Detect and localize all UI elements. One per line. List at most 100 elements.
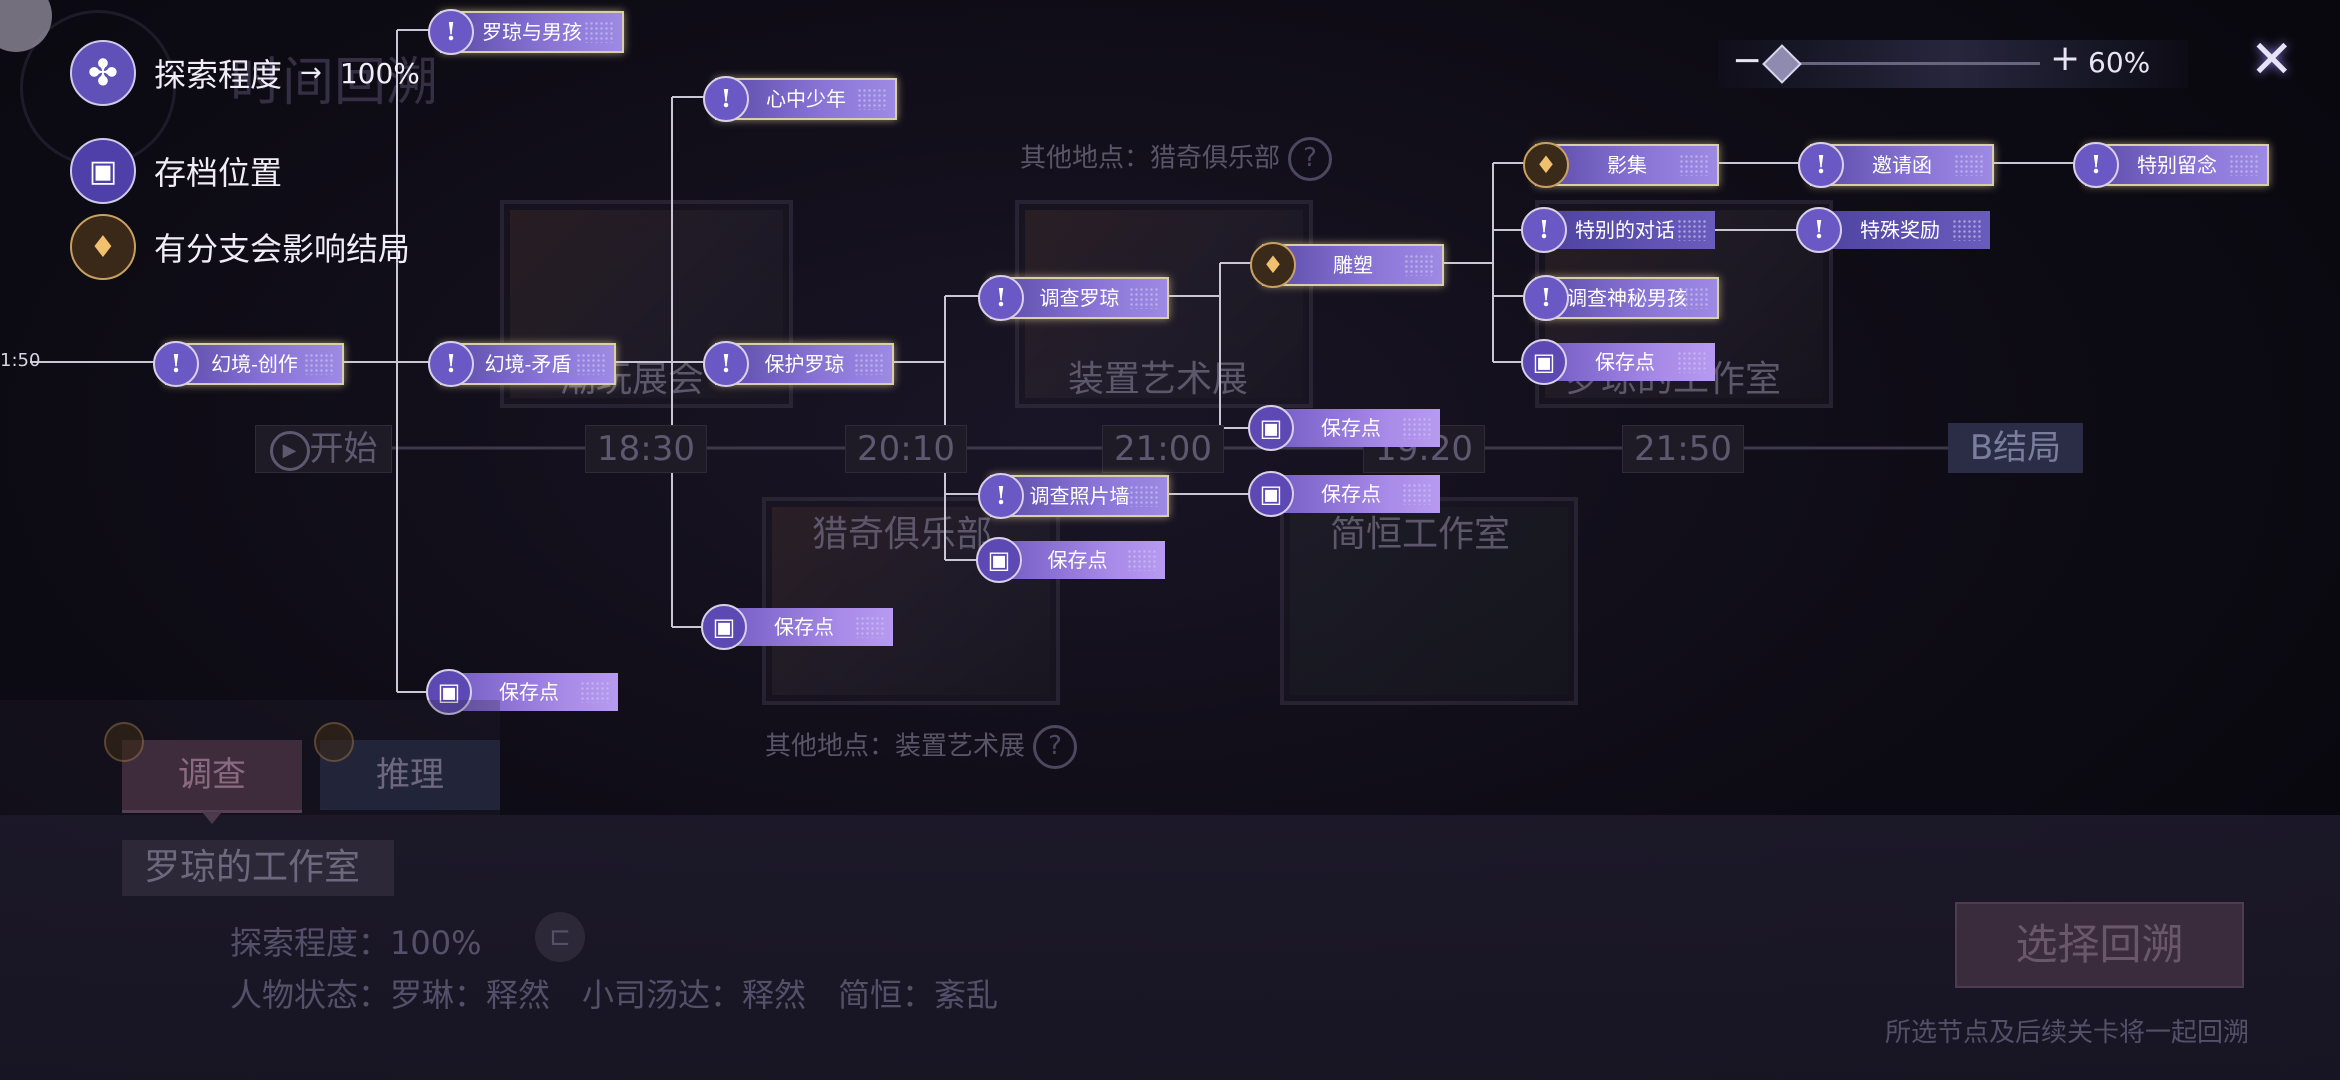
exclamation-icon: ! — [1521, 207, 1567, 253]
other-places-bottom-label: 其他地点：装置艺术展 — [765, 731, 1026, 762]
puzzle-icon: ✤ — [70, 40, 136, 106]
timeline-start[interactable]: ▶开始 — [255, 425, 392, 473]
node-label: 保存点 — [1047, 548, 1108, 572]
dots-decor — [304, 353, 334, 375]
save-folder-icon: ▣ — [70, 138, 136, 204]
tab-investigate[interactable]: 调查 — [122, 740, 302, 813]
node-baohu[interactable]: ! 保护罗琼 — [703, 341, 894, 387]
close-icon[interactable]: ✕ — [2250, 30, 2294, 90]
node-yaoqing[interactable]: ! 邀请函 — [1798, 142, 1994, 188]
node-save-4[interactable]: ▣ 保存点 — [1248, 405, 1440, 451]
zoom-slider-track[interactable] — [1770, 62, 2040, 65]
legend-save-label: 存档位置 — [154, 154, 283, 192]
scene-label-2: 装置艺术展 — [1068, 359, 1249, 400]
scene-label-5: 简恒工作室 — [1330, 514, 1511, 555]
zoom-minus-button[interactable]: − — [1732, 40, 1763, 81]
branch-flame-icon: ♦ — [1250, 242, 1296, 288]
zoom-value: 60% — [2088, 46, 2151, 79]
branch-flame-icon — [314, 722, 354, 762]
dots-decor — [2229, 154, 2259, 176]
timeline-time-2[interactable]: 20:10 — [845, 425, 967, 473]
rewind-hint: 所选节点及后续关卡将一起回溯 — [1885, 1018, 2250, 1048]
dots-decor — [580, 681, 610, 703]
save-folder-icon: ▣ — [976, 537, 1022, 583]
node-label: 保存点 — [774, 615, 834, 639]
exclamation-icon: ! — [153, 341, 199, 387]
node-save-6[interactable]: ▣ 保存点 — [1521, 339, 1715, 385]
branch-flame-icon: ♦ — [1523, 142, 1569, 188]
dots-decor — [576, 353, 606, 375]
node-label: 幻境-矛盾 — [484, 352, 572, 376]
dots-decor — [1679, 287, 1709, 309]
node-yingji[interactable]: ♦ 影集 — [1523, 142, 1719, 188]
scene-card-4 — [762, 497, 1060, 705]
branch-flame-icon — [104, 722, 144, 762]
help-icon[interactable]: ? — [1288, 137, 1333, 181]
node-huanjing-maodun[interactable]: ! 幻境-矛盾 — [428, 341, 616, 387]
dots-decor — [584, 21, 614, 43]
node-label: 罗琼与男孩 — [482, 20, 582, 44]
other-places-bottom[interactable]: 其他地点：装置艺术展? — [765, 725, 1078, 769]
exploration-text: 探索程度：100% — [230, 924, 482, 962]
zoom-plus-button[interactable]: + — [2050, 38, 2081, 79]
exclamation-icon: ! — [428, 9, 474, 55]
node-save-3[interactable]: ▣ 保存点 — [976, 537, 1165, 583]
exclamation-icon: ! — [978, 275, 1024, 321]
tab-investigate-pointer — [202, 812, 222, 824]
node-jiangli[interactable]: ! 特殊奖励 — [1796, 207, 1990, 253]
node-xinzhong[interactable]: ! 心中少年 — [703, 76, 897, 122]
select-rewind-button[interactable]: 选择回溯 — [1955, 902, 2244, 988]
help-icon[interactable]: ? — [1033, 725, 1078, 769]
node-liunian[interactable]: ! 特别留念 — [2073, 142, 2269, 188]
node-save-5[interactable]: ▣ 保存点 — [1248, 471, 1440, 517]
exclamation-icon: ! — [428, 341, 474, 387]
node-label: 心中少年 — [766, 87, 846, 111]
node-label: 特别的对话 — [1575, 218, 1675, 242]
legend-save: ▣ 存档位置 — [70, 138, 282, 204]
legend-exploration-label: 探索程度 — [154, 56, 283, 94]
node-label: 调查神秘男孩 — [1567, 286, 1687, 310]
node-label: 特殊奖励 — [1860, 218, 1940, 242]
exclamation-icon: ! — [1798, 142, 1844, 188]
legend-branch: ♦ 有分支会影响结局 — [70, 214, 410, 280]
dots-decor — [1404, 254, 1434, 276]
exclamation-icon: ! — [978, 473, 1024, 519]
node-luoqiong-nanhai[interactable]: ! 罗琼与男孩 — [428, 9, 624, 55]
node-label: 保存点 — [1595, 350, 1655, 374]
node-huanjing-chuangzuo[interactable]: ! 幻境-创作 — [153, 341, 344, 387]
other-places-top-label: 其他地点：猎奇俱乐部 — [1020, 143, 1281, 174]
node-diaocha-zhaopian[interactable]: ! 调查照片墙 — [978, 473, 1169, 519]
node-duihua[interactable]: ! 特别的对话 — [1521, 207, 1715, 253]
save-folder-icon: ▣ — [1248, 405, 1294, 451]
timeline-time-5[interactable]: 21:50 — [1622, 425, 1744, 473]
save-folder-icon: ▣ — [701, 604, 747, 650]
exclamation-icon: ! — [1796, 207, 1842, 253]
dots-decor — [854, 353, 884, 375]
location-title: 罗琼的工作室 — [122, 840, 394, 896]
timeline-time-1[interactable]: 18:30 — [585, 425, 707, 473]
legend-exploration-value: 100% — [339, 56, 420, 90]
dots-decor — [1129, 287, 1159, 309]
node-diaosu[interactable]: ♦ 雕塑 — [1250, 242, 1444, 288]
node-label: 保存点 — [499, 680, 559, 704]
dots-decor — [1127, 549, 1157, 571]
node-nanhai[interactable]: ! 调查神秘男孩 — [1523, 275, 1719, 321]
node-save-1[interactable]: ▣ 保存点 — [426, 669, 618, 715]
dots-decor — [1677, 219, 1707, 241]
node-label: 保存点 — [1321, 416, 1381, 440]
dots-decor — [1402, 417, 1432, 439]
exclamation-icon: ! — [703, 76, 749, 122]
character-status: 人物状态：罗琳：释然 小司汤达：释然 简恒：紊乱 — [230, 976, 999, 1014]
other-places-top[interactable]: 其他地点：猎奇俱乐部? — [1020, 137, 1333, 181]
legend-exploration-arrow: → — [300, 58, 322, 88]
node-diaocha-luoqiong[interactable]: ! 调查罗琼 — [978, 275, 1169, 321]
timeline-start-label: 开始 — [309, 429, 378, 469]
dots-decor — [1677, 351, 1707, 373]
branch-tree-icon[interactable]: ⊏ — [535, 912, 585, 962]
timeline-end[interactable]: B结局 — [1948, 423, 2083, 473]
left-clip-time: 1:50 — [0, 350, 41, 371]
bg-title: 时间回溯 — [230, 53, 439, 113]
node-save-2[interactable]: ▣ 保存点 — [701, 604, 893, 650]
timeline-time-3[interactable]: 21:00 — [1102, 425, 1224, 473]
node-label: 邀请函 — [1872, 153, 1932, 177]
